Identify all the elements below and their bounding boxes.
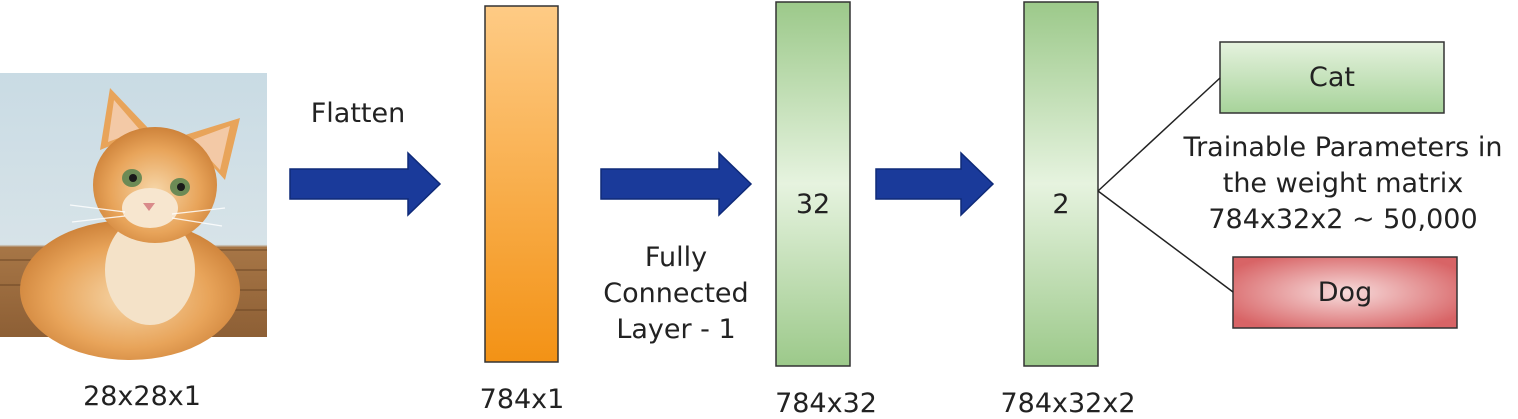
flatten-arrow (289, 151, 442, 217)
dog-output-box (1232, 256, 1458, 329)
kitten-photo (0, 73, 267, 360)
trainable-params-note: Trainable Parameters in the weight matri… (1170, 130, 1516, 238)
output-layer-inner-label: 2 (1052, 188, 1070, 220)
note-line-1: Trainable Parameters in (1183, 132, 1503, 163)
dog-label: Dog (1317, 277, 1373, 308)
fc-label-line-1: Fully (644, 242, 708, 273)
note-line-3: 784x32x2 ~ 50,000 (1208, 204, 1478, 235)
output-layer-dimension-label: 784x32x2 (1000, 388, 1136, 419)
fc-arrow-2 (875, 151, 995, 217)
output-layer-bar (1023, 1, 1099, 367)
cat-label: Cat (1309, 62, 1355, 93)
fc-arrow-1 (600, 151, 753, 217)
connector-cat (1097, 77, 1221, 192)
fc-label-line-2: Connected (603, 278, 749, 309)
fc-label-line-3: Layer - 1 (616, 314, 736, 345)
connector-dog (1097, 190, 1234, 293)
note-line-2: the weight matrix (1222, 168, 1464, 199)
flattened-vector-bar (484, 5, 559, 363)
flatten-label: Flatten (310, 98, 406, 129)
hidden-layer-dimension-label: 784x32 (775, 388, 877, 419)
fc-layer-label: Fully Connected Layer - 1 (576, 240, 776, 348)
hidden-layer-inner-label: 32 (795, 188, 831, 220)
cat-output-box (1219, 41, 1445, 114)
input-dimension-label: 28x28x1 (83, 381, 201, 412)
flattened-dimension-label: 784x1 (479, 384, 565, 415)
hidden-layer-bar (775, 1, 851, 367)
